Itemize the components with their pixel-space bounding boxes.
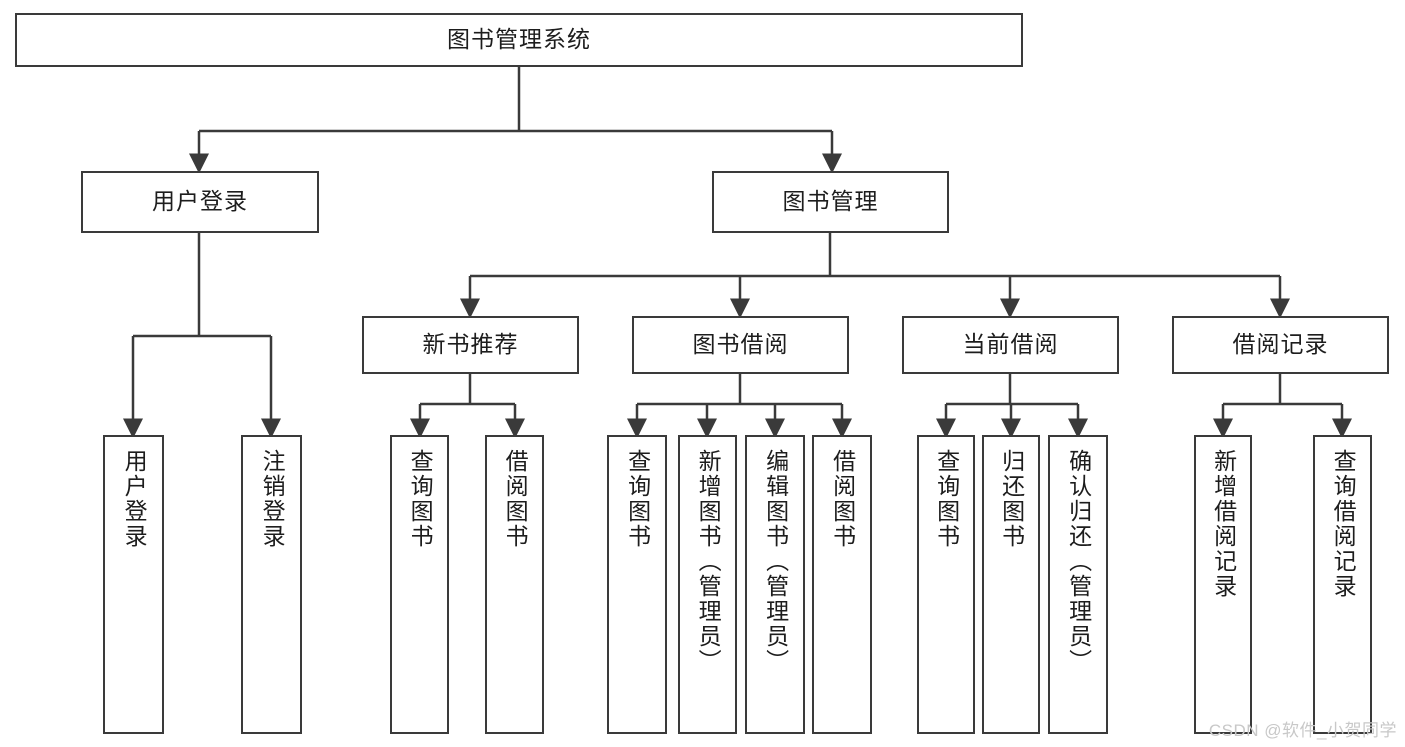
leaf-records-query-record[interactable]: 查询借阅记录 (1313, 435, 1372, 734)
node-user-login[interactable]: 用户登录 (81, 171, 319, 233)
leaf-newbook-query-books[interactable]: 查询图书 (390, 435, 449, 734)
leaf-current-return-book-label: 归还图书 (998, 449, 1025, 549)
leaf-borrow-add-book-admin-label: 新增图书（管理员） (695, 449, 722, 674)
leaf-current-confirm-return-admin-label: 确认归还（管理员） (1065, 449, 1092, 674)
leaf-newbook-borrow-books[interactable]: 借阅图书 (485, 435, 544, 734)
leaf-user-login-label: 用户登录 (121, 449, 148, 549)
node-book-borrow[interactable]: 图书借阅 (632, 316, 849, 374)
leaf-current-return-book[interactable]: 归还图书 (982, 435, 1040, 734)
leaf-borrow-lend-book-label: 借阅图书 (829, 449, 856, 549)
node-root[interactable]: 图书管理系统 (15, 13, 1023, 67)
node-book-borrow-label: 图书借阅 (692, 331, 789, 358)
leaf-current-query-books-label: 查询图书 (933, 449, 960, 549)
leaf-current-query-books[interactable]: 查询图书 (917, 435, 975, 734)
node-new-book-recommend[interactable]: 新书推荐 (362, 316, 579, 374)
leaf-records-add-record[interactable]: 新增借阅记录 (1194, 435, 1252, 734)
node-current-borrow-label: 当前借阅 (962, 331, 1059, 358)
node-root-label: 图书管理系统 (447, 26, 591, 53)
node-current-borrow[interactable]: 当前借阅 (902, 316, 1119, 374)
leaf-newbook-query-books-label: 查询图书 (407, 449, 434, 549)
leaf-user-login[interactable]: 用户登录 (103, 435, 164, 734)
node-book-management[interactable]: 图书管理 (712, 171, 949, 233)
node-borrow-records-label: 借阅记录 (1232, 331, 1329, 358)
leaf-current-confirm-return-admin[interactable]: 确认归还（管理员） (1048, 435, 1108, 734)
leaf-borrow-query-books[interactable]: 查询图书 (607, 435, 667, 734)
node-borrow-records[interactable]: 借阅记录 (1172, 316, 1389, 374)
leaf-borrow-edit-book-admin-label: 编辑图书（管理员） (762, 449, 789, 674)
leaf-borrow-edit-book-admin[interactable]: 编辑图书（管理员） (745, 435, 805, 734)
node-new-book-recommend-label: 新书推荐 (422, 331, 519, 358)
node-user-login-label: 用户登录 (152, 188, 248, 215)
leaf-borrow-query-books-label: 查询图书 (624, 449, 651, 549)
leaf-borrow-add-book-admin[interactable]: 新增图书（管理员） (678, 435, 737, 734)
leaf-records-query-record-label: 查询借阅记录 (1330, 449, 1357, 599)
node-book-management-label: 图书管理 (782, 188, 879, 215)
leaf-borrow-lend-book[interactable]: 借阅图书 (812, 435, 872, 734)
watermark: CSDN @软件_小贺同学 (1208, 721, 1397, 740)
leaf-user-logout[interactable]: 注销登录 (241, 435, 302, 734)
leaf-records-add-record-label: 新增借阅记录 (1210, 449, 1237, 599)
leaf-user-logout-label: 注销登录 (259, 449, 286, 549)
leaf-newbook-borrow-books-label: 借阅图书 (502, 449, 529, 549)
